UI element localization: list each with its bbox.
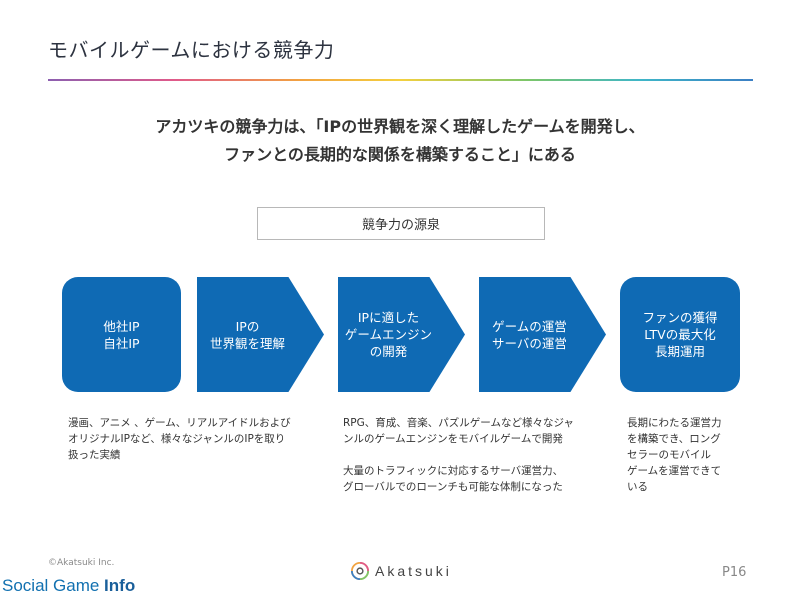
flow-step-understand-worldview: IPの 世界観を理解 [197,277,324,392]
flow-step-fan-acquisition: ファンの獲得 LTVの最大化 長期運用 [620,277,740,392]
flow-step-ip-source: 他社IP 自社IP [62,277,181,392]
description-engine-and-server: RPG、育成、音楽、パズルゲームなど様々なジャ ンルのゲームエンジンをモバイルゲ… [343,417,574,493]
brand-logo-group: Akatsuki [351,562,452,580]
flow-step-label: IPの 世界観を理解 [209,318,285,351]
brand-name: Akatsuki [375,563,452,579]
source-label: 競争力の源泉 [361,218,440,233]
description-long-term-operation: 長期にわたる運営力 を構築でき、ロング セラーのモバイル ゲームを運営できて い… [627,417,722,493]
flow-step-label: ゲームの運営 サーバの運営 [492,318,567,351]
description-ip-track-record: 漫画、アニメ 、ゲーム、リアルアイドルおよび オリジナルIPなど、様々なジャンル… [68,417,291,461]
rainbow-divider [48,79,753,81]
watermark-text-part2: Info [104,576,136,595]
flow-step-engine-development: IPに適した ゲームエンジン の開発 [338,277,465,392]
watermark-text-part1: Social Game [2,576,105,595]
headline-line-1: アカツキの競争力は、「IPの世界観を深く理解したゲームを開発し、 [155,117,645,136]
page-number: P16 [722,565,747,580]
flow-step-label: ファンの獲得 LTVの最大化 長期運用 [642,310,718,359]
headline-line-2: ファンとの長期的な関係を構築すること」にある [224,145,576,164]
flow-step-label: 他社IP 自社IP [103,318,140,351]
flow-step-label: IPに適した ゲームエンジン の開発 [344,310,433,359]
akatsuki-logo-icon [351,562,369,580]
source-watermark: Social Game Info [2,576,135,596]
copyright-text: ©Akatsuki Inc. [48,558,115,568]
slide-title: モバイルゲームにおける競争力 [48,38,335,62]
flow-step-operations: ゲームの運営 サーバの運営 [479,277,606,392]
source-label-box: 競争力の源泉 [257,207,545,240]
